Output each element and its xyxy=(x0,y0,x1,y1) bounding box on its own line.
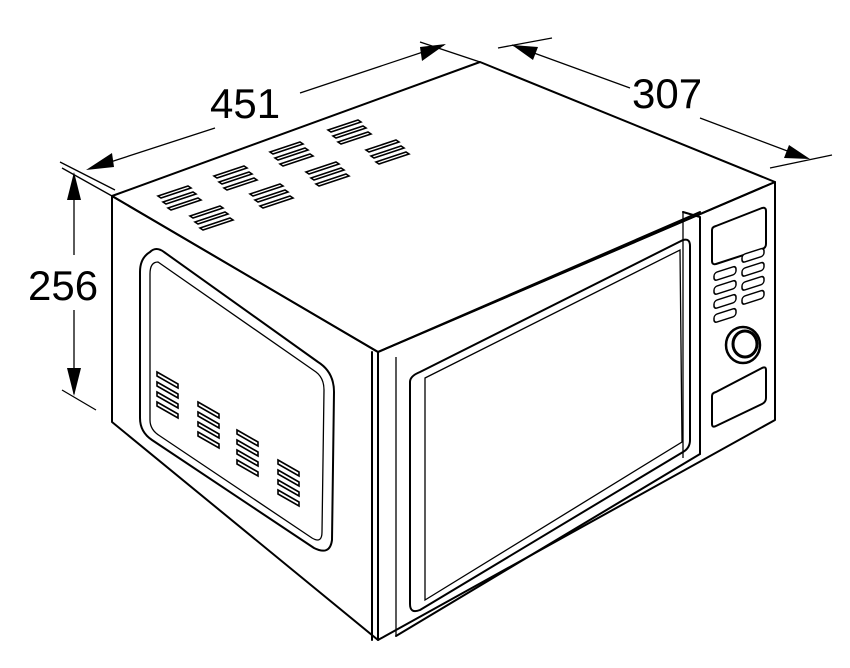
top-vent-group-5 xyxy=(268,141,315,167)
depth-arrow-right xyxy=(784,145,810,159)
control-panel xyxy=(711,206,767,428)
microwave-body xyxy=(111,61,776,641)
side-vent-group-1 xyxy=(156,370,179,420)
height-arrow-bottom xyxy=(67,368,81,396)
depth-arrow-left xyxy=(512,45,538,60)
top-vent-group-8 xyxy=(364,139,411,165)
door-top-edge xyxy=(377,211,701,353)
top-vent-group-3 xyxy=(212,165,259,191)
top-vent-group-7 xyxy=(326,119,373,145)
control-button-2[interactable] xyxy=(741,247,765,263)
left-side-face xyxy=(111,195,379,641)
side-vent-group-4 xyxy=(277,458,300,508)
top-vent-group-1 xyxy=(156,185,203,211)
top-vent-group-6 xyxy=(304,161,351,187)
panel-divider xyxy=(682,211,701,455)
top-vents xyxy=(156,119,411,231)
control-button-6[interactable] xyxy=(741,275,765,291)
width-dimension: 451 xyxy=(59,41,481,191)
side-panel-emboss xyxy=(139,248,335,552)
side-vent-group-2 xyxy=(197,400,220,450)
door-bottom-edge xyxy=(395,453,701,637)
top-vent-group-2 xyxy=(188,205,235,231)
width-label: 451 xyxy=(210,80,280,127)
control-button-1[interactable] xyxy=(713,265,737,281)
control-button-3[interactable] xyxy=(713,279,737,295)
door-window xyxy=(409,238,691,613)
front-face xyxy=(377,181,776,641)
control-button-8[interactable] xyxy=(741,289,765,305)
door-release-button[interactable] xyxy=(711,366,767,428)
control-button-4[interactable] xyxy=(741,261,765,277)
side-vents xyxy=(156,370,300,508)
width-arrow-right xyxy=(420,44,446,61)
top-vent-group-4 xyxy=(248,183,295,209)
control-button-7[interactable] xyxy=(713,307,737,323)
height-label: 256 xyxy=(28,262,98,309)
height-arrow-top xyxy=(67,172,81,200)
depth-label: 307 xyxy=(632,70,702,117)
dial-knob[interactable] xyxy=(724,325,762,365)
side-vent-group-3 xyxy=(236,428,259,478)
control-button-5[interactable] xyxy=(713,293,737,309)
depth-dimension: 307 xyxy=(497,37,833,169)
width-arrow-left xyxy=(86,153,114,170)
height-dimension: 256 xyxy=(28,167,113,411)
